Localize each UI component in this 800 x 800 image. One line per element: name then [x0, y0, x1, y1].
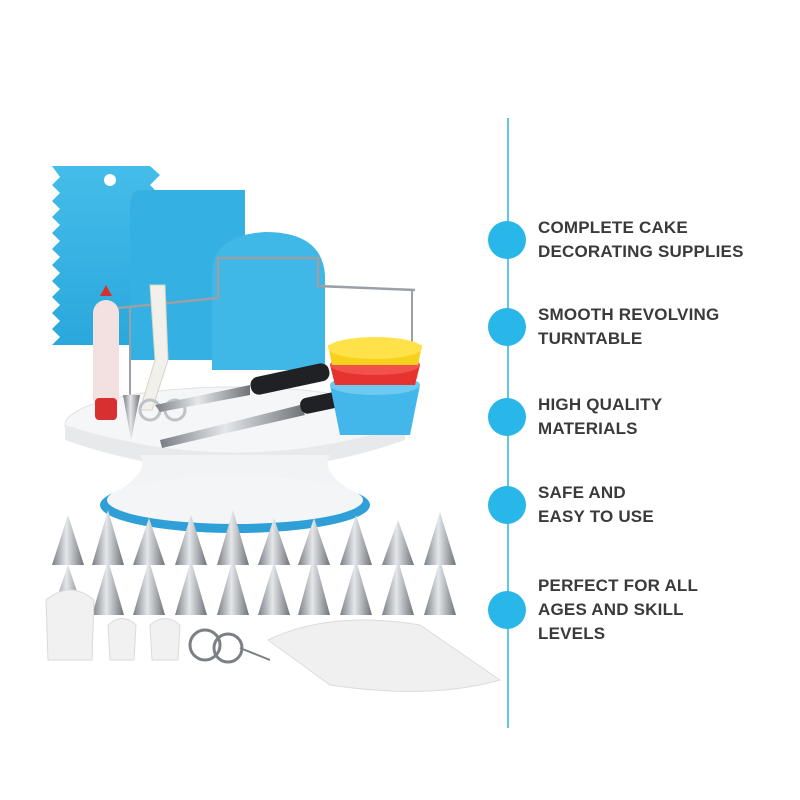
piping-bag-tip — [100, 285, 112, 296]
round-scraper — [212, 232, 325, 370]
cupcake-liner-rim — [328, 337, 422, 359]
offset-spatula-bottom — [160, 405, 305, 448]
bullet-dot — [488, 398, 526, 436]
feature-complete-supplies: COMPLETE CAKE DECORATING SUPPLIES — [488, 216, 788, 264]
cake-decorating-kit-illustration — [45, 166, 502, 692]
spatula-handle-bottom — [300, 392, 340, 414]
piping-tips-row-2 — [52, 555, 456, 615]
feature-safe-easy: SAFE AND EASY TO USE — [488, 481, 788, 529]
cake-nail — [123, 395, 140, 440]
small-coupler-1 — [107, 618, 137, 661]
feature-label: SMOOTH REVOLVING TURNTABLE — [538, 305, 720, 348]
cake-leveler — [117, 256, 416, 310]
offset-spatula-top — [155, 385, 250, 412]
feature-label: PERFECT FOR ALL AGES AND SKILL LEVELS — [538, 576, 699, 643]
turntable-base — [107, 476, 363, 524]
piping-tips-row-1 — [52, 510, 456, 565]
bullet-dot — [488, 486, 526, 524]
feature-high-quality: HIGH QUALITY MATERIALS — [488, 393, 788, 441]
bullet-dot — [488, 221, 526, 259]
bullet-dot — [488, 591, 526, 629]
feature-revolving-turntable: SMOOTH REVOLVING TURNTABLE — [488, 303, 788, 351]
feature-label: COMPLETE CAKE DECORATING SUPPLIES — [538, 218, 744, 261]
feature-label: SAFE AND EASY TO USE — [538, 483, 654, 526]
spatula-handle-top — [250, 363, 330, 395]
bullet-dot — [488, 308, 526, 346]
piping-bag-collar — [95, 398, 117, 420]
feature-all-ages: PERFECT FOR ALL AGES AND SKILL LEVELS — [488, 574, 788, 646]
flower-nail-1 — [188, 628, 222, 662]
feature-label: HIGH QUALITY MATERIALS — [538, 395, 663, 438]
scraper-hang-hole — [104, 174, 116, 186]
small-coupler-2 — [149, 618, 181, 661]
flower-scissors — [139, 284, 169, 411]
large-coupler — [45, 589, 95, 661]
disposable-pastry-bags — [267, 619, 502, 692]
cupcake-liner-blue — [330, 385, 420, 435]
silicone-piping-bag — [93, 300, 119, 410]
